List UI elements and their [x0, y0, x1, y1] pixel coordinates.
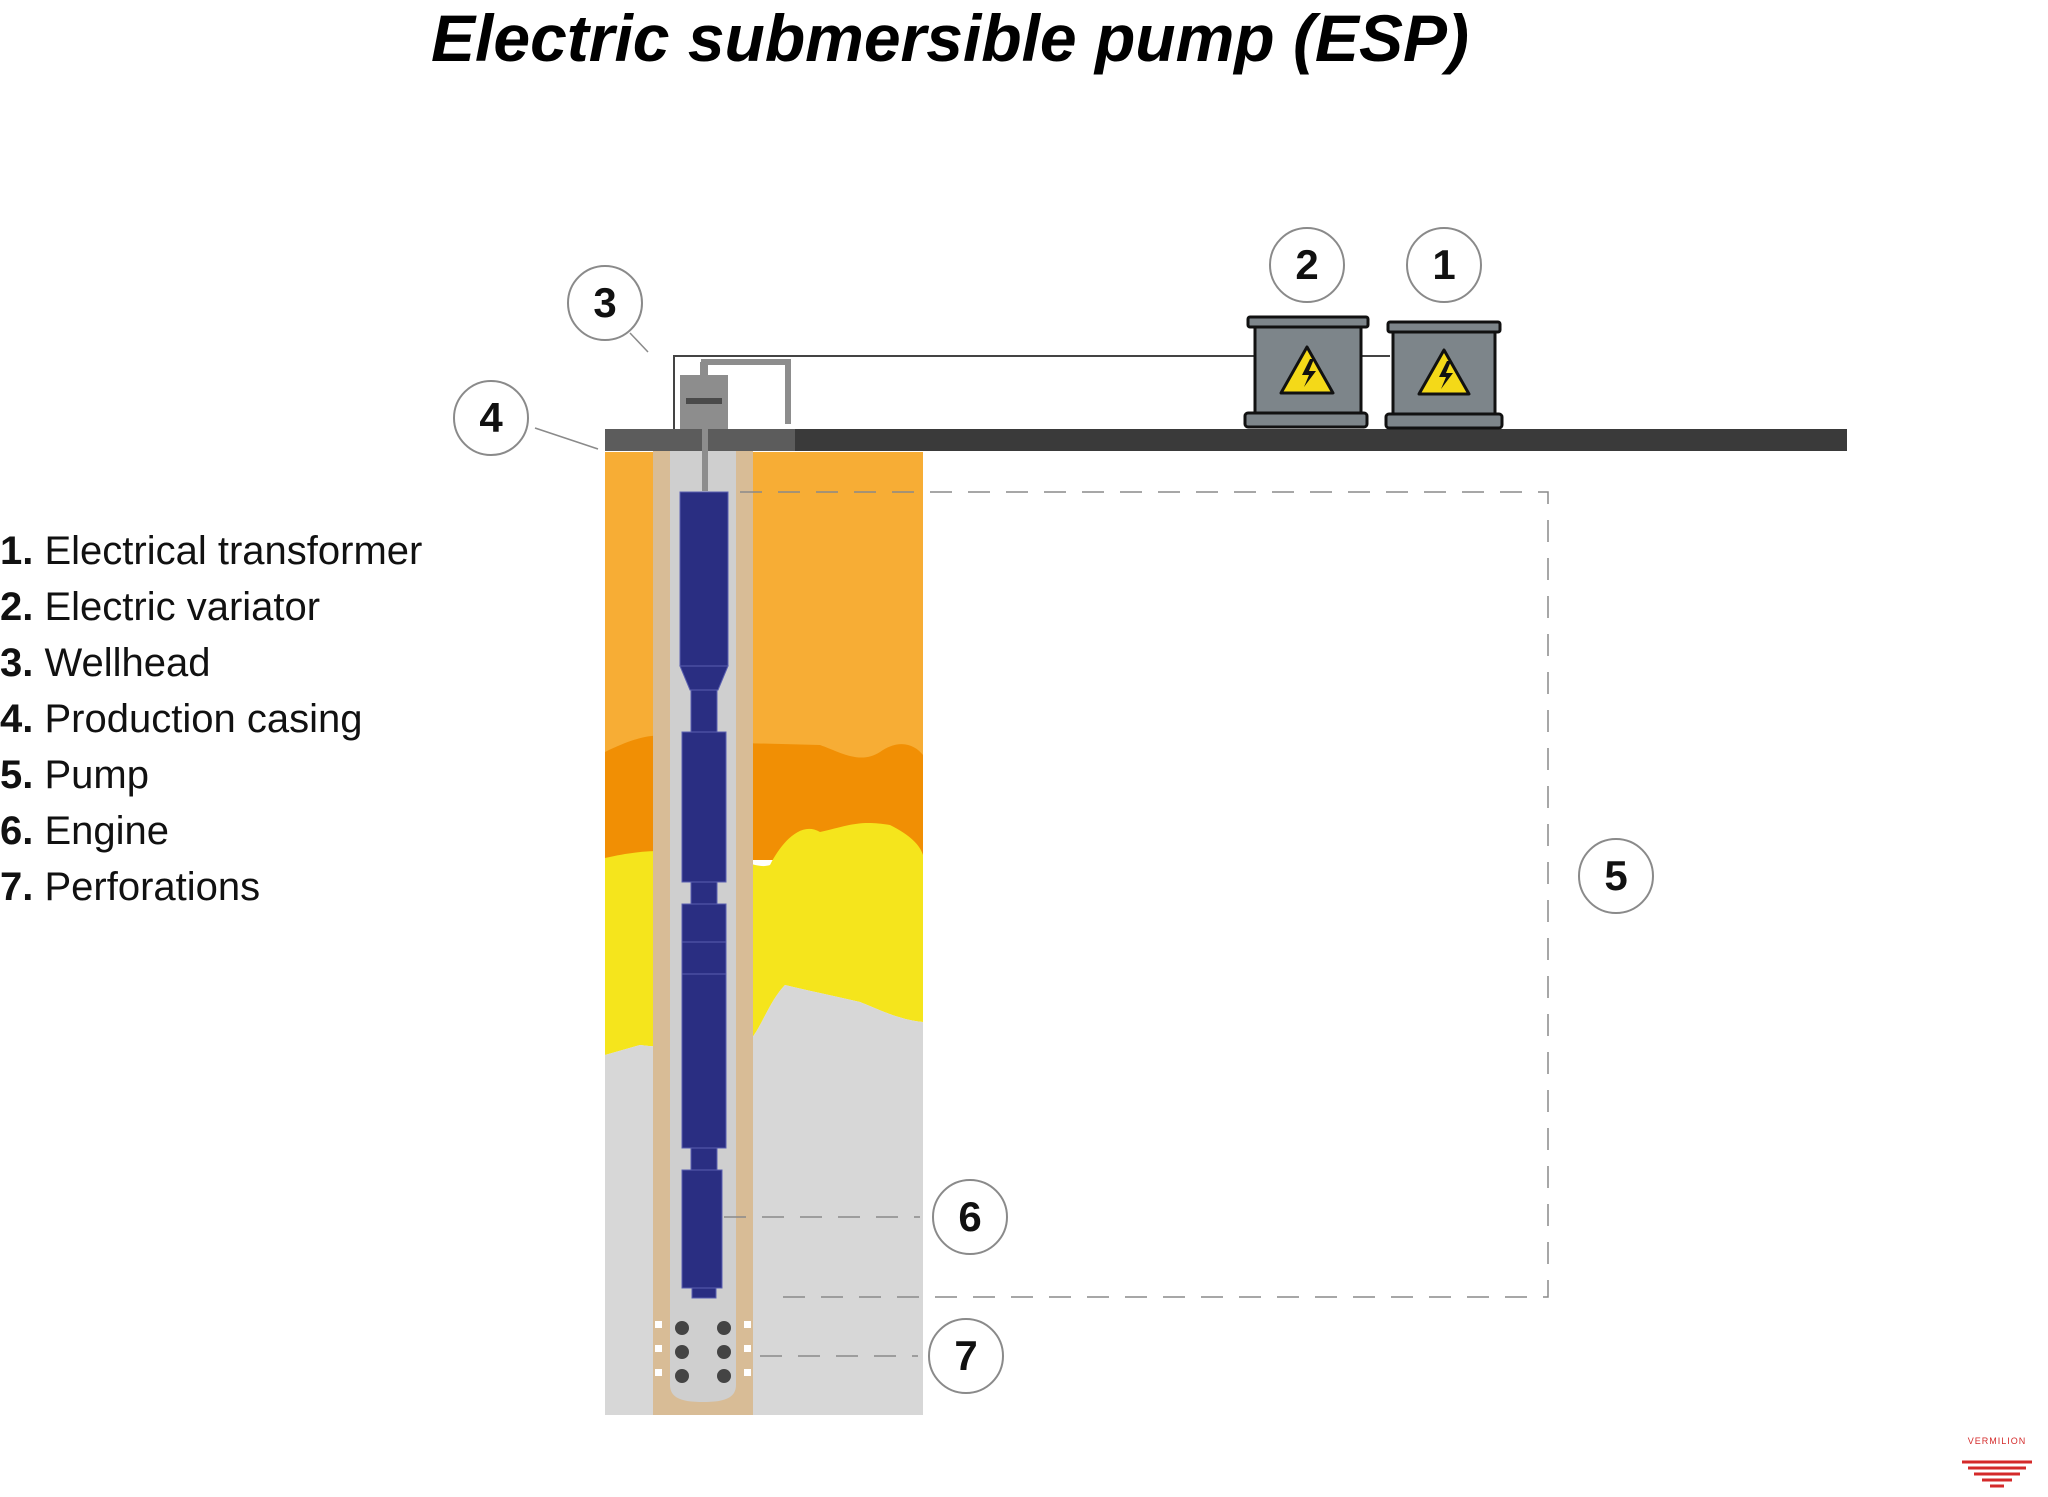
electrical-transformer-unit: [1384, 320, 1504, 430]
logo-mark-icon: [1962, 1460, 2032, 1488]
callout-3: 3: [567, 265, 643, 341]
callout-2: 2: [1269, 227, 1345, 303]
component-legend: 1. Electrical transformer 2. Electric va…: [0, 523, 422, 915]
logo-text: VERMILION: [1967, 1436, 2027, 1446]
callout-7: 7: [928, 1318, 1004, 1394]
legend-number: 7.: [0, 865, 34, 909]
legend-label: Pump: [44, 753, 149, 797]
warning-icon: [1417, 348, 1471, 396]
callout-6: 6: [932, 1179, 1008, 1255]
power-cable: [673, 355, 1390, 429]
legend-item: 6. Engine: [0, 803, 422, 859]
perforations: [655, 1321, 751, 1383]
legend-item: 2. Electric variator: [0, 579, 422, 635]
legend-label: Wellhead: [44, 641, 211, 685]
callout-4: 4: [453, 380, 529, 456]
pump-string: [679, 491, 729, 1299]
leader-4: [534, 427, 599, 450]
vermilion-logo: VERMILION: [1956, 1436, 2038, 1490]
legend-item: 4. Production casing: [0, 691, 422, 747]
legend-label: Engine: [44, 809, 170, 853]
legend-item: 3. Wellhead: [0, 635, 422, 691]
leader-lines: [534, 332, 1549, 1357]
leader-3: [629, 332, 649, 353]
legend-label: Perforations: [44, 865, 261, 909]
legend-number: 2.: [0, 585, 34, 629]
electric-variator-unit: [1243, 315, 1370, 429]
legend-label: Electrical transformer: [44, 529, 423, 573]
legend-item: 1. Electrical transformer: [0, 523, 422, 579]
callout-1: 1: [1406, 227, 1482, 303]
ground-surface: [605, 429, 1847, 451]
legend-number: 5.: [0, 753, 34, 797]
soil-layer-grey: [605, 985, 923, 1415]
soil-layer-top: [605, 452, 923, 772]
legend-number: 1.: [0, 529, 34, 573]
legend-item: 7. Perforations: [0, 859, 422, 915]
legend-number: 4.: [0, 697, 34, 741]
page-title: Electric submersible pump (ESP): [431, 1, 1469, 75]
legend-number: 6.: [0, 809, 34, 853]
soil-layers: [605, 452, 923, 1415]
wellhead-base-plate: [605, 429, 795, 451]
legend-number: 3.: [0, 641, 34, 685]
callout-5: 5: [1578, 838, 1654, 914]
warning-icon: [1279, 345, 1335, 395]
wellhead: [680, 359, 791, 491]
legend-label: Production casing: [44, 697, 363, 741]
legend-label: Electric variator: [44, 585, 321, 629]
legend-item: 5. Pump: [0, 747, 422, 803]
